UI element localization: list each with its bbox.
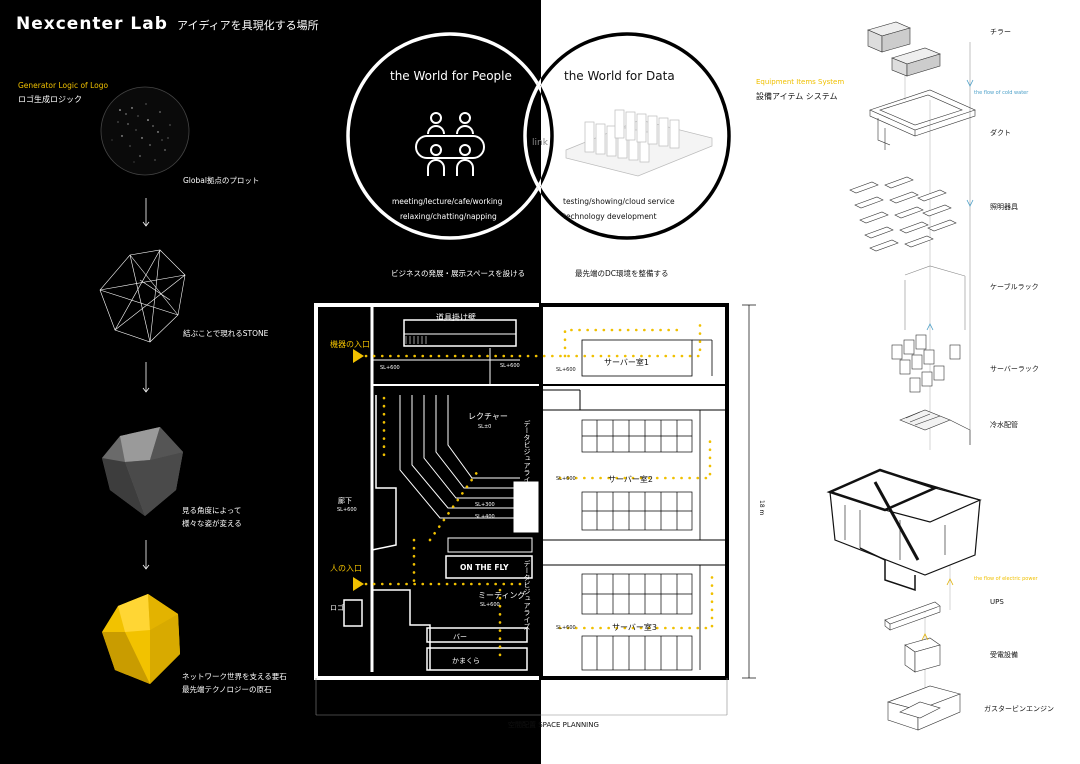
logo-label: ロゴ xyxy=(330,604,344,612)
equipment-item-chiller: チラー xyxy=(990,28,1011,36)
sl-label-7: SL+600 xyxy=(480,602,500,608)
server-racks-icon xyxy=(565,109,713,177)
equipment-title-jp: 設備アイテム システム xyxy=(756,92,838,101)
sl-label-6: SL+400 xyxy=(475,514,495,520)
sl-label-10: SL+600 xyxy=(556,625,576,631)
step-4-label-a: ネットワーク世界を支える要石 xyxy=(182,672,287,681)
sl-label-2: SL+600 xyxy=(500,363,520,369)
dark-panel xyxy=(0,0,541,764)
sl-label-9: SL+600 xyxy=(556,476,576,482)
sl-label-5: SL+300 xyxy=(475,502,495,508)
equipment-item-gas-turbine: ガスタービンエンジン xyxy=(984,705,1054,713)
ups-unit xyxy=(884,601,941,631)
equipment-title-en: Equipment Items System xyxy=(756,78,845,86)
server-room-3-label: サーバー室3 xyxy=(612,623,658,632)
link-label: link xyxy=(532,138,548,148)
electric-power-label: the flow of electric power xyxy=(974,576,1038,582)
building-section xyxy=(826,468,982,592)
sl-label-3: SL±0 xyxy=(478,424,492,430)
people-caption: ビジネスの発展・展示スペースを設ける xyxy=(391,269,526,278)
bar-label: バー xyxy=(453,633,467,641)
data-title: the World for Data xyxy=(564,69,675,83)
server-room-2-label: サーバー室2 xyxy=(608,475,654,484)
receiving-equipment xyxy=(904,637,941,673)
duct-unit xyxy=(869,89,976,150)
meeting-label: ミーティング xyxy=(478,591,526,600)
logic-title-jp: ロゴ生成ロジック xyxy=(18,95,82,104)
step-3-label-b: 様々な姿が変える xyxy=(182,519,242,528)
globe-image xyxy=(100,86,190,176)
step-3-label-a: 見る角度によって xyxy=(182,506,242,515)
equipment-item-server-rack: サーバーラック xyxy=(990,365,1039,373)
equipment-item-cable-rack: ケーブルラック xyxy=(990,283,1039,291)
tool-wall-label: 道具掛け壁 xyxy=(436,313,476,322)
data-vis-label-2: データビジュアライズ xyxy=(523,560,531,630)
on-the-fly-label: ON THE FLY xyxy=(460,563,509,572)
yellow-stone-image xyxy=(102,594,180,684)
server-rack-grid xyxy=(581,419,693,671)
sl-label-1: SL+600 xyxy=(380,365,400,371)
people-title: the World for People xyxy=(390,69,512,83)
lighting-units xyxy=(849,176,957,252)
data-activities-1: testing/showing/cloud service xyxy=(563,197,675,206)
chiller-unit xyxy=(867,21,941,77)
lecture-label: レクチャー xyxy=(468,412,508,421)
data-activities-2: technology development xyxy=(563,212,657,221)
equipment-item-duct: ダクト xyxy=(990,129,1011,137)
gas-turbine xyxy=(887,685,961,731)
logic-title-en: Generator Logic of Logo xyxy=(18,81,109,90)
sl-label-8: SL+600 xyxy=(556,367,576,373)
people-activities-2: relaxing/chatting/napping xyxy=(400,212,497,221)
plan-caption: 空間配置 SPACE PLANNING xyxy=(508,721,599,729)
dimension-label: 18 m xyxy=(758,500,765,516)
tagline: アイディアを具現化する場所 xyxy=(177,19,319,32)
gray-stone-image xyxy=(102,427,183,516)
equipment-entry-arrow xyxy=(353,349,364,363)
person-entry-arrow xyxy=(353,577,364,591)
step-1-label: Global拠点のプロット xyxy=(183,176,260,185)
sl-label-4: SL+600 xyxy=(337,507,357,513)
chilled-water-piping xyxy=(899,409,971,445)
logic-graphics xyxy=(99,86,190,684)
cold-water-label: the flow of cold water xyxy=(974,90,1029,96)
step-4-label-b: 最先端テクノロジーの原石 xyxy=(182,685,272,694)
stair-lines xyxy=(405,336,427,344)
cable-rack xyxy=(904,265,966,330)
person-entry-label: 人の入口 xyxy=(330,564,362,573)
wire-stone-image xyxy=(99,249,186,343)
people-meeting-icon xyxy=(415,112,485,176)
server-room-1-label: サーバー室1 xyxy=(604,358,650,367)
equipment-item-ups: UPS xyxy=(990,598,1004,606)
equipment-item-chilled-water: 冷水配管 xyxy=(990,421,1018,429)
data-vis-label-1: データビジュアライズ xyxy=(523,420,531,490)
step-2-label: 結ぶことで現れるSTONE xyxy=(183,329,269,338)
equipment-item-receiving: 受電設備 xyxy=(990,651,1018,659)
equipment-entry-label: 機器の入口 xyxy=(330,340,370,349)
kamakura-label: かまくら xyxy=(452,657,480,665)
equipment-item-lighting: 照明器具 xyxy=(990,203,1018,211)
data-caption: 最先端のDC環境を整備する xyxy=(575,269,669,278)
circulation-paths xyxy=(364,318,714,662)
server-racks-3d xyxy=(891,334,961,393)
people-activities-1: meeting/lecture/cafe/working xyxy=(392,197,503,206)
corridor-label: 廊下 xyxy=(338,497,352,505)
brand-logo: Nexcenter Lab xyxy=(16,14,168,34)
